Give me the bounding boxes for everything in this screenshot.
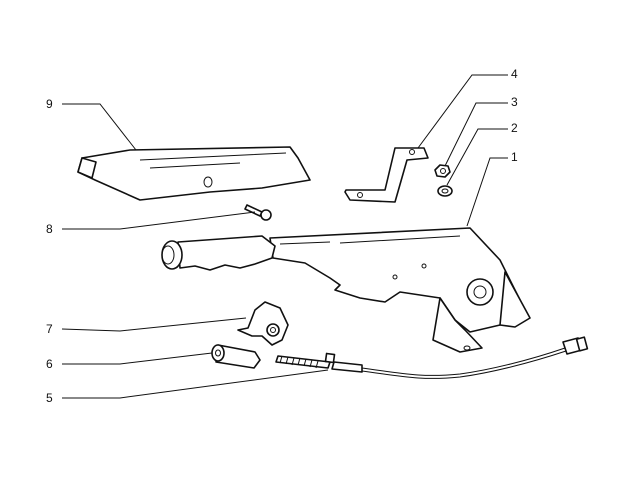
callout-6: 6	[46, 357, 53, 371]
part-3-nut	[434, 164, 451, 178]
callout-5: 5	[46, 391, 53, 405]
part-5-cable	[275, 336, 589, 379]
callout-2: 2	[511, 121, 518, 135]
part-4-bracket	[344, 147, 429, 203]
callout-1: 1	[511, 150, 518, 164]
part-6-sleeve	[211, 344, 261, 369]
part-8-screw	[244, 204, 272, 221]
callout-4: 4	[511, 67, 518, 81]
callout-8: 8	[46, 222, 53, 236]
part-1-lever	[161, 227, 531, 353]
callout-7: 7	[46, 322, 53, 336]
part-2-washer	[437, 185, 453, 197]
callout-3: 3	[511, 95, 518, 109]
leader-lines	[61, 74, 508, 399]
part-7-clip	[237, 301, 289, 346]
part-9-cover	[77, 146, 311, 201]
callout-9: 9	[46, 97, 53, 111]
